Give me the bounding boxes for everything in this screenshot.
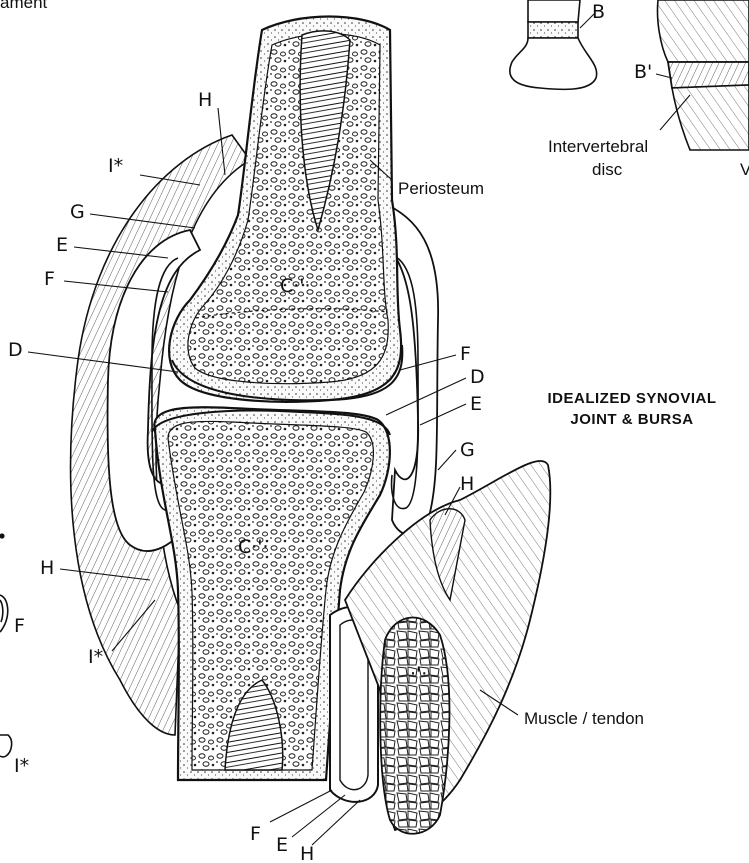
vertebra-inset-sketch — [510, 0, 749, 150]
label-d-left: D — [8, 339, 23, 361]
label-g-left: G — [70, 201, 85, 223]
label-h-right: H — [460, 473, 474, 495]
title-line2: JOINT & BURSA — [570, 411, 693, 428]
label-h-bottom: H — [300, 843, 314, 863]
label-muscle-tendon: Muscle / tendon — [524, 709, 644, 728]
label-c-top: C·'· — [280, 275, 311, 297]
label-e-bottom: E — [276, 834, 288, 856]
label-i-star-left: I* — [88, 646, 103, 668]
label-h-top: H — [198, 89, 212, 111]
label-f-right: F — [460, 343, 471, 365]
label-h-left: H — [40, 557, 54, 579]
label-e-right: E — [470, 393, 482, 415]
label-c-bottom: C·'· — [238, 536, 269, 558]
label-intervertebral: Intervertebral — [548, 137, 648, 156]
label-i-star-top: I* — [108, 155, 123, 177]
margin-sketches — [0, 534, 12, 757]
label-muscle-star: ·'· — [410, 663, 427, 685]
label-b-prime: B' — [634, 61, 652, 83]
title-line1: IDEALIZED SYNOVIAL — [547, 390, 716, 407]
label-periosteum: Periosteum — [398, 179, 484, 198]
label-g-right: G — [460, 439, 475, 461]
label-ament: ament — [0, 0, 48, 12]
label-v-partial: V — [740, 160, 749, 179]
label-f-bottom: F — [250, 823, 261, 845]
label-b: B — [592, 1, 605, 23]
label-f-left: F — [44, 268, 55, 290]
label-disc: disc — [592, 160, 623, 179]
label-f-margin: F — [14, 615, 25, 637]
label-d-right: D — [470, 366, 485, 388]
label-e-left: E — [56, 234, 68, 256]
label-i-star-margin: I* — [14, 755, 29, 777]
